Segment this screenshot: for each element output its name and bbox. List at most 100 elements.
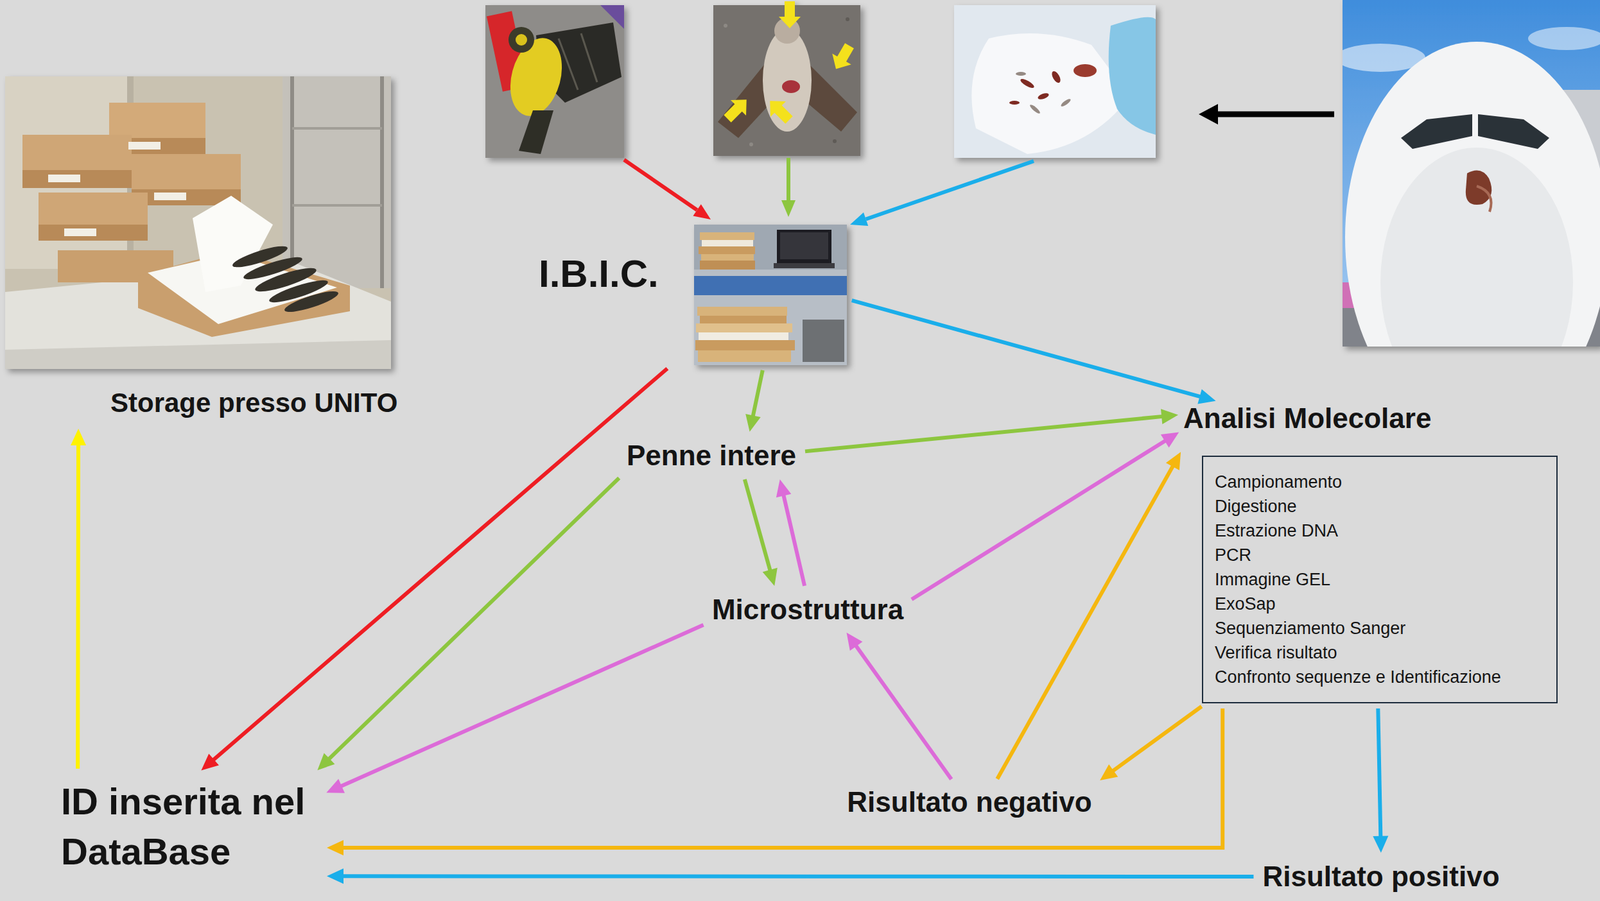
ibic-photo [694,224,847,270]
storage-photo [64,228,97,237]
photo-arrow [692,204,711,220]
connector-group [852,300,1217,404]
connector-arrow [340,625,704,788]
storage-photo [128,141,161,150]
ibic-photo [698,246,756,255]
bird-photo [508,26,535,53]
connector-group [745,370,763,433]
ibic-photo [694,224,847,366]
ibic-photo [695,323,793,333]
airplane-photo [1528,26,1600,51]
node-label: Risultato negativo [846,786,1092,820]
ibic-photo [699,315,787,324]
arrow-head [326,868,344,885]
bird-photo [832,139,837,144]
arrow-head [762,568,778,587]
bird-photo [845,17,850,22]
ibic-photo [699,232,755,241]
node-label: Storage presso UNITO [110,387,398,419]
arrow-head [1372,835,1389,853]
step-text: Campionamento [1214,469,1342,495]
connector-arrow [911,440,1166,600]
ibic-photo [701,254,754,261]
bird-photo [723,23,728,28]
storage-photo [131,154,241,190]
ibic-photo [697,350,792,363]
airplane-photo [1478,114,1550,149]
storage-photo [22,134,132,171]
connector-arrow [342,874,1254,879]
process-box: Analisi MolecolareCampionamentoDigestion… [1183,402,1558,704]
photo-arrow [786,157,791,201]
connector-group [326,625,704,794]
bird-photo [515,34,528,46]
feather-sample-photo [954,5,1156,158]
connector-arrow [852,300,1202,397]
connector-arrow [1112,706,1202,772]
feather-sample-photo [1050,69,1063,85]
step-text: Verifica risultato [1214,640,1338,666]
arrow-head [317,753,335,771]
connector-arrow [805,416,1163,452]
photo-arrow [866,161,1034,220]
connector-arrow [328,478,620,761]
bird-photo [713,1,861,157]
ibic-photo [776,229,832,264]
bird-photo [581,33,598,83]
photo-arrow [781,200,796,218]
connector-group [326,868,1254,885]
airplane-photo [1380,147,1574,347]
step-text: ExoSap [1214,591,1276,617]
arrow-head [1160,408,1179,425]
connector-group [200,368,668,771]
storage-photo [192,195,273,293]
storage-photo [22,170,132,189]
step-text: Confronto sequenze e Identificazione [1214,665,1502,690]
airplane-photo [1335,0,1600,434]
feather-sample-photo [1028,103,1041,115]
arrow-head [200,753,219,771]
feather-sample-photo [1015,71,1072,115]
feather-sample-photo [1073,64,1097,78]
arrow-head [1160,432,1179,448]
connector-arrow [744,479,771,572]
bird-photo [782,80,800,94]
process-label: Microstruttura [708,591,908,630]
bird-photo [485,5,625,158]
connector-group [997,452,1181,779]
connector-group [326,708,1223,856]
ibic-photo [780,232,829,260]
feather-sample-photo [954,5,1156,158]
storage-photo [38,192,148,225]
storage-photo [380,76,384,289]
storage-node: Storage presso UNITO [5,76,424,424]
ibic-photo [802,319,845,363]
arrow-head [326,779,345,794]
node-label: Penne intere [626,439,797,473]
feather-sample-photo [1009,100,1020,105]
storage-photo [292,204,383,207]
ibic-node: I.B.I.C. [538,224,847,366]
bird-photo [762,93,797,128]
arrow-head [1099,764,1118,781]
arrow-head [776,479,792,498]
photo-arrow [624,104,1335,227]
bird-photo [749,142,754,147]
bird-photo [713,5,861,157]
storage-photo [290,76,295,289]
storage-photo [5,340,392,370]
ibic-photo [694,276,847,296]
ibic-photo [694,224,847,366]
connector-group [846,633,951,780]
step-text: Immagine GEL [1214,567,1331,592]
connector-arrow [855,645,951,780]
feather-sample-photo [1009,64,1097,105]
airplane-photo [1476,186,1492,212]
storage-photo [5,76,392,370]
step-text: Sequenziamento Sanger [1214,616,1406,641]
feather-sample-photo [1019,77,1036,90]
connector-group [70,428,87,770]
airplane-photo [1345,41,1600,347]
